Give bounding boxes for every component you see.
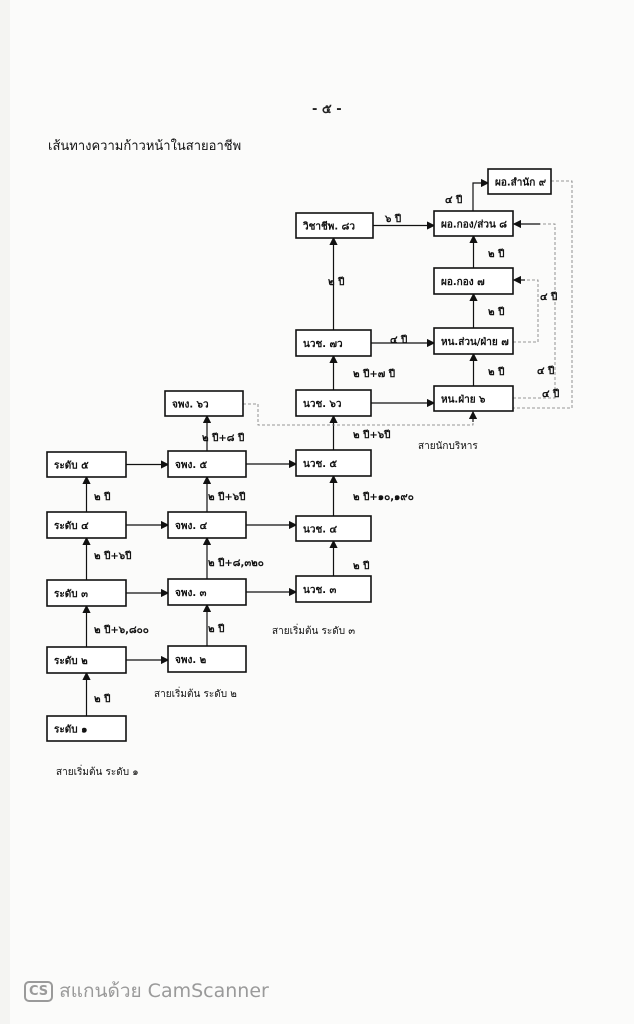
page-number: - ๕ - [312,102,342,117]
box-label: ผอ.กอง/ส่วน ๘ [441,219,507,231]
edge-label-n7_h7: ๔ ปี [390,334,407,346]
box-label: จพง. ๓ [175,588,207,599]
position-box-l3: ระดับ ๓ [46,579,127,607]
box-frame [433,267,514,295]
box-label: ระดับ ๕ [54,460,89,472]
caption-track1: สายเริ่มต้น ระดับ ๑ [56,764,139,778]
edge-label-j2_j3: ๒ ปี [208,623,224,635]
box-frame [433,385,514,412]
box-frame [46,646,127,674]
edge-label-l4_l5: ๒ ปี [94,491,110,503]
edge-label-h6_side_b: ๔ ปี [542,388,559,400]
edge-label-l2_l3: ๒ ปี+๖,๘๐๐ [94,624,149,636]
box-frame [164,390,244,417]
box-label: นวช. ๖ว [303,399,342,410]
box-label: หน.ส่วน/ฝ่าย ๗ [441,336,509,348]
box-label: ระดับ ๓ [54,588,88,600]
position-box-h6: หน.ฝ่าย ๖ [433,385,514,412]
edge-label-l1_l2: ๒ ปี [94,693,110,705]
dash-h7-k7 [513,279,539,343]
box-frame [46,511,127,539]
edge-label-h6_h7: ๒ ปี [488,366,504,378]
box-frame [295,515,372,542]
position-box-j4: จพง. ๔ [167,511,247,539]
position-box-l2: ระดับ ๒ [46,646,127,674]
box-frame [433,327,514,355]
camscanner-watermark: CS สแกนด้วย CamScanner [24,976,269,1006]
box-frame [295,329,372,357]
box-label: ผอ.สำนัก ๙ [495,177,547,189]
dash-s9-h6 [513,180,573,409]
arrow-k8-s9 [472,178,490,211]
position-box-j3: จพง. ๓ [167,578,247,606]
box-frame [167,645,247,673]
position-box-n4: นวช. ๔ [295,515,372,542]
edge-label-n4_n5: ๒ ปี+๑๐,๑๙๐ [353,491,414,503]
edge-label-h6_side_a: ๔ ปี [537,365,554,377]
box-frame [433,210,514,237]
camscanner-logo: CS [24,980,54,1002]
watermark-text: สแกนด้วย CamScanner [59,980,269,1002]
position-box-k7: ผอ.กอง ๗ [433,267,514,295]
box-label: นวช. ๔ [303,525,338,536]
position-box-j2: จพง. ๒ [167,645,247,673]
box-frame [295,575,372,603]
position-box-s9: ผอ.สำนัก ๙ [487,168,552,195]
box-label: จพง. ๕ [175,460,208,471]
edge-label-h7_k7: ๒ ปี [488,306,504,318]
box-frame [167,578,247,606]
box-frame [46,579,127,607]
edge-label-n7_v8: ๒ ปี [328,276,344,288]
box-frame [46,451,127,478]
position-box-h7: หน.ส่วน/ฝ่าย ๗ [433,327,514,355]
edge-label-h7_side: ๔ ปี [540,291,557,303]
edge-label-n5_n6: ๒ ปี+๖ปี [353,429,391,441]
position-box-v8: วิชาชีพ. ๘ว [295,212,374,239]
caption-track3: สายเริ่มต้น ระดับ ๓ [272,623,355,637]
box-label: ผอ.กอง ๗ [441,277,485,288]
box-frame [295,389,372,417]
position-box-n3: นวช. ๓ [295,575,372,603]
box-label: ระดับ ๑ [54,724,87,736]
box-label: จพง. ๖ว [172,400,209,411]
box-frame [46,715,127,742]
position-box-k8: ผอ.กอง/ส่วน ๘ [433,210,514,237]
box-label: นวช. ๓ [303,585,337,596]
edge-label-l3_l4: ๒ ปี+๖ปี [94,550,132,562]
edge-label-k8_s9: ๔ ปี [445,194,462,206]
position-box-n7: นวช. ๗ว [295,329,372,357]
edge-label-j4_j5: ๒ ปี+๖ปี [208,491,246,503]
box-label: ระดับ ๒ [54,655,88,667]
box-label: จพง. ๒ [175,655,207,666]
box-label: ระดับ ๔ [54,520,89,532]
box-label: จพง. ๔ [175,521,208,532]
box-label: วิชาชีพ. ๘ว [303,221,356,233]
edge-label-j3_j4: ๒ ปี+๘,๓๒๐ [208,557,264,569]
box-label: หน.ฝ่าย ๖ [441,394,486,406]
position-box-l5: ระดับ ๕ [46,451,127,478]
edge-label-n3_n4: ๒ ปี [353,560,369,572]
edge-label-j5_j6: ๒ ปี+๘ ปี [202,432,244,444]
edge-label-k7_k8: ๒ ปี [488,248,504,260]
box-frame [295,449,372,477]
edge-label-n6_n7: ๒ ปี+๗ ปี [353,368,395,380]
position-box-l1: ระดับ ๑ [46,715,127,742]
position-box-n6: นวช. ๖ว [295,389,372,417]
box-frame [295,212,374,239]
caption-track2: สายเริ่มต้น ระดับ ๒ [154,686,237,700]
box-label: นวช. ๕ [303,459,338,470]
position-box-n5: นวช. ๕ [295,449,372,477]
box-frame [487,168,552,195]
box-label: นวช. ๗ว [303,339,343,350]
position-box-l4: ระดับ ๔ [46,511,127,539]
box-frame [167,450,247,478]
edge-label-v8_k8: ๖ ปี [384,213,401,225]
position-box-j5: จพง. ๕ [167,450,247,478]
caption-admin: สายนักบริหาร [418,441,478,452]
position-box-j6: จพง. ๖ว [164,390,244,417]
page-title: เส้นทางความก้าวหน้าในสายอาชีพ [48,139,242,154]
box-frame [167,511,247,539]
